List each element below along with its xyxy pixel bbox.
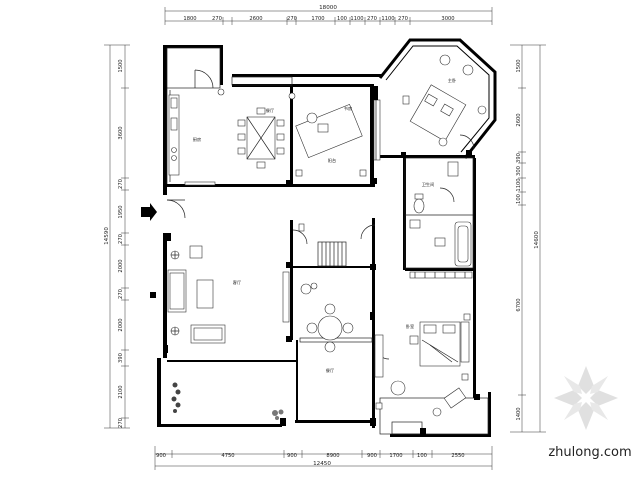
staircase [317, 241, 347, 267]
bottom-dim-8: 2550 [451, 453, 464, 459]
right-dim-4: 300 [516, 166, 522, 176]
right-dim-6: 100 [516, 194, 522, 204]
interior-walls [167, 84, 475, 428]
top-dim-6: 100 [337, 16, 347, 22]
left-dim-3: 270 [118, 179, 124, 189]
right-dim-2: 2600 [516, 113, 522, 126]
top-dim-10: 270 [398, 16, 408, 22]
bottom-dim-4: 8900 [326, 453, 339, 459]
top-dim-9: 1100 [381, 16, 394, 22]
label-toilet: 卫生间 [422, 181, 435, 188]
left-dim-1: 1500 [118, 59, 124, 72]
terrace-plants [171, 382, 284, 420]
label-dining: 餐厅 [266, 107, 274, 114]
left-dim-11: 270 [118, 418, 124, 428]
room-labels: 厨房 餐厅 书房 主卧 卫生间 客厅 餐厅 卧室 阳台 [193, 77, 456, 374]
left-dim-5: 270 [118, 234, 124, 244]
bottom-dim-5: 900 [367, 453, 377, 459]
right-dim-5: 1100 [516, 178, 522, 191]
right-dimension-chain: 1500 2600 390 300 1100 100 6700 1400 146… [510, 44, 546, 433]
exterior-walls [157, 38, 497, 437]
master-bedroom-furniture [402, 54, 487, 147]
label-study: 书房 [344, 105, 352, 112]
bedroom-furniture [374, 313, 471, 417]
dining-table-set [237, 92, 296, 169]
top-dimension-chain: 18000 1800 270 2600 270 1700 100 1100 27… [164, 5, 493, 25]
entrance-arrow-icon [141, 203, 157, 221]
top-total-dim: 18000 [319, 5, 337, 11]
living-furniture [167, 223, 305, 344]
label-second-dining: 餐厅 [326, 367, 334, 374]
bottom-dim-6: 1700 [389, 453, 402, 459]
label-living: 客厅 [233, 279, 241, 286]
top-dim-2: 270 [212, 16, 222, 22]
left-dim-9: 390 [118, 353, 124, 363]
top-dim-8: 270 [367, 16, 377, 22]
round-dining-set [300, 282, 354, 353]
right-total-dim: 14600 [534, 231, 540, 249]
watermark-text: zhulong.com [548, 445, 631, 460]
label-master-bedroom: 主卧 [448, 77, 456, 84]
left-dim-2: 3600 [118, 126, 124, 139]
left-dim-10: 2100 [118, 385, 124, 398]
left-total-dim: 14590 [104, 227, 110, 245]
top-dim-11: 3000 [441, 16, 454, 22]
label-terrace: 阳台 [328, 157, 336, 164]
left-dim-7: 270 [118, 289, 124, 299]
bottom-total-dim: 12450 [313, 461, 331, 467]
bathroom-fixtures [409, 161, 473, 279]
top-dim-4: 270 [287, 16, 297, 22]
bottom-dim-2: 4750 [221, 453, 234, 459]
label-bedroom: 卧室 [406, 323, 414, 330]
right-dim-8: 1400 [516, 407, 522, 420]
bottom-dim-3: 900 [287, 453, 297, 459]
bottom-dim-1: 900 [156, 453, 166, 459]
columns [150, 86, 480, 436]
top-dim-7: 1100 [350, 16, 363, 22]
bottom-dim-7: 100 [417, 453, 427, 459]
top-dim-3: 2600 [249, 16, 262, 22]
right-dim-7: 6700 [516, 298, 522, 311]
bottom-dimension-chain: 900 4750 900 8900 900 1700 100 2550 1245… [154, 446, 493, 470]
top-dim-5: 1700 [311, 16, 324, 22]
kitchen-fixtures [168, 88, 225, 186]
right-dim-1: 1500 [516, 59, 522, 72]
study-furniture [295, 99, 381, 177]
left-dimension-chain: 1500 3600 270 1950 270 2000 270 2000 390… [104, 44, 130, 429]
left-dim-4: 1950 [118, 205, 124, 218]
left-dim-8: 2000 [118, 318, 124, 331]
watermark-logo-icon [554, 366, 618, 430]
label-kitchen: 厨房 [193, 136, 201, 143]
top-dim-1: 1800 [183, 16, 196, 22]
left-dim-6: 2000 [118, 259, 124, 272]
right-dim-3: 390 [516, 153, 522, 163]
